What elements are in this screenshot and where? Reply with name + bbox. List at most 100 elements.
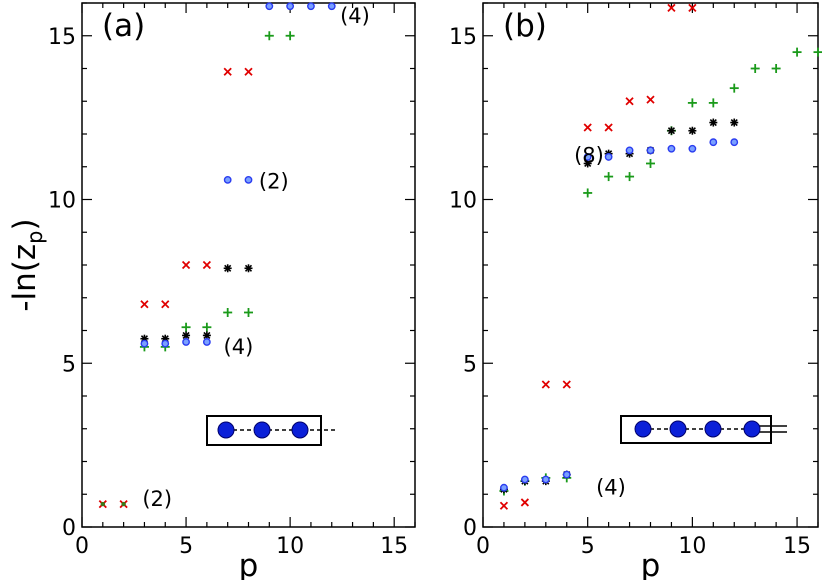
data-point-circle bbox=[541, 475, 550, 484]
data-point-circle bbox=[667, 144, 676, 153]
inset-schematic bbox=[620, 415, 787, 444]
data-point-stroke bbox=[646, 95, 655, 104]
data-point-star bbox=[667, 126, 676, 135]
data-point-stroke bbox=[584, 159, 592, 168]
degeneracy-label: (8) bbox=[574, 143, 604, 167]
data-point-circle bbox=[182, 338, 190, 346]
data-point-stroke bbox=[688, 3, 697, 13]
y-tick-label: 10 bbox=[449, 189, 477, 214]
y-axis-label-subscript: p bbox=[23, 230, 47, 243]
data-point-stroke bbox=[730, 118, 738, 127]
x-tick-label: 0 bbox=[476, 534, 490, 559]
inset-site bbox=[253, 421, 271, 439]
data-point-stroke bbox=[499, 501, 509, 510]
data-point-x bbox=[499, 501, 509, 510]
data-point-circle bbox=[307, 2, 315, 11]
plot-frame bbox=[482, 2, 819, 528]
data-point-circle bbox=[161, 339, 170, 348]
inset-site bbox=[291, 421, 309, 439]
data-point-stroke bbox=[688, 127, 696, 135]
data-point-x bbox=[667, 3, 676, 13]
data-point-star bbox=[688, 126, 697, 135]
data-point-circle bbox=[709, 138, 718, 147]
x-tick-label: 5 bbox=[581, 534, 595, 559]
data-point-x bbox=[244, 67, 253, 76]
data-point-circle bbox=[562, 470, 571, 479]
data-point-plus bbox=[583, 188, 593, 198]
y-axis-label-main: -ln(z bbox=[7, 244, 43, 312]
data-point-star bbox=[223, 264, 232, 273]
data-point-plus bbox=[202, 322, 212, 332]
data-point-stroke bbox=[203, 331, 211, 339]
data-point-x bbox=[161, 300, 170, 309]
data-point-circle bbox=[604, 153, 613, 161]
degeneracy-label: (4) bbox=[224, 335, 254, 359]
data-point-star bbox=[709, 118, 718, 127]
panel-label: (a) bbox=[102, 8, 145, 44]
data-point-stroke bbox=[182, 331, 190, 339]
inset-site bbox=[743, 420, 761, 438]
degeneracy-label: (2) bbox=[259, 169, 289, 193]
data-point-circle bbox=[583, 153, 592, 161]
data-point-x bbox=[223, 67, 232, 76]
data-point-stroke bbox=[244, 67, 253, 76]
data-point-circle bbox=[646, 146, 655, 155]
data-point-circle bbox=[625, 146, 634, 155]
data-point-stroke bbox=[625, 97, 634, 106]
data-point-plus bbox=[264, 31, 274, 41]
degeneracy-label: (4) bbox=[340, 4, 370, 28]
data-point-stroke bbox=[604, 123, 613, 132]
data-point-circle bbox=[140, 339, 149, 348]
y-tick-label: 10 bbox=[48, 189, 76, 214]
data-point-dot bbox=[100, 501, 106, 507]
inset-site bbox=[217, 421, 235, 439]
data-point-x bbox=[140, 300, 149, 309]
data-point-stroke bbox=[181, 260, 191, 270]
x-tick-label: 15 bbox=[380, 534, 408, 559]
x-tick-label: 10 bbox=[276, 534, 304, 559]
data-point-plus bbox=[687, 98, 697, 108]
data-point-circle bbox=[520, 475, 529, 484]
data-point-circle bbox=[265, 2, 274, 11]
data-point-stroke bbox=[562, 380, 571, 389]
x-tick-label: 10 bbox=[678, 534, 706, 559]
data-point-x bbox=[625, 97, 634, 106]
data-point-plus bbox=[604, 172, 614, 182]
data-point-dot bbox=[121, 501, 126, 507]
y-tick-label: 5 bbox=[62, 352, 76, 377]
data-point-stroke bbox=[667, 127, 676, 135]
data-point-circle bbox=[688, 144, 697, 153]
data-point-plus bbox=[181, 322, 191, 332]
data-point-plus bbox=[646, 158, 655, 168]
inset-site bbox=[669, 420, 687, 438]
data-point-circle bbox=[244, 175, 253, 184]
data-point-plus bbox=[708, 98, 718, 108]
inset-site bbox=[704, 420, 722, 438]
x-axis-label: p bbox=[239, 548, 259, 580]
degeneracy-label: (4) bbox=[596, 476, 626, 500]
data-point-x bbox=[688, 3, 697, 13]
data-point-stroke bbox=[224, 264, 232, 272]
y-axis-label: -ln(zp) bbox=[7, 218, 47, 311]
y-tick-label: 0 bbox=[463, 516, 477, 541]
data-point-stroke bbox=[709, 118, 717, 127]
data-point-plus bbox=[223, 307, 233, 317]
data-point-circle bbox=[286, 2, 295, 11]
data-point-stroke bbox=[161, 300, 170, 309]
data-point-plus bbox=[771, 64, 781, 73]
data-point-stroke bbox=[244, 264, 253, 272]
y-tick-label: 15 bbox=[449, 25, 477, 50]
data-point-circle bbox=[500, 483, 508, 492]
data-point-plus bbox=[750, 64, 760, 73]
degeneracy-label: (2) bbox=[142, 487, 172, 511]
data-point-x bbox=[583, 123, 592, 132]
data-point-circle bbox=[223, 175, 232, 184]
x-tick-label: 0 bbox=[75, 534, 89, 559]
data-point-stroke bbox=[140, 300, 149, 309]
y-tick-label: 0 bbox=[62, 516, 76, 541]
data-point-x bbox=[646, 95, 655, 104]
data-point-plus bbox=[813, 47, 822, 57]
data-point-x bbox=[604, 123, 613, 132]
